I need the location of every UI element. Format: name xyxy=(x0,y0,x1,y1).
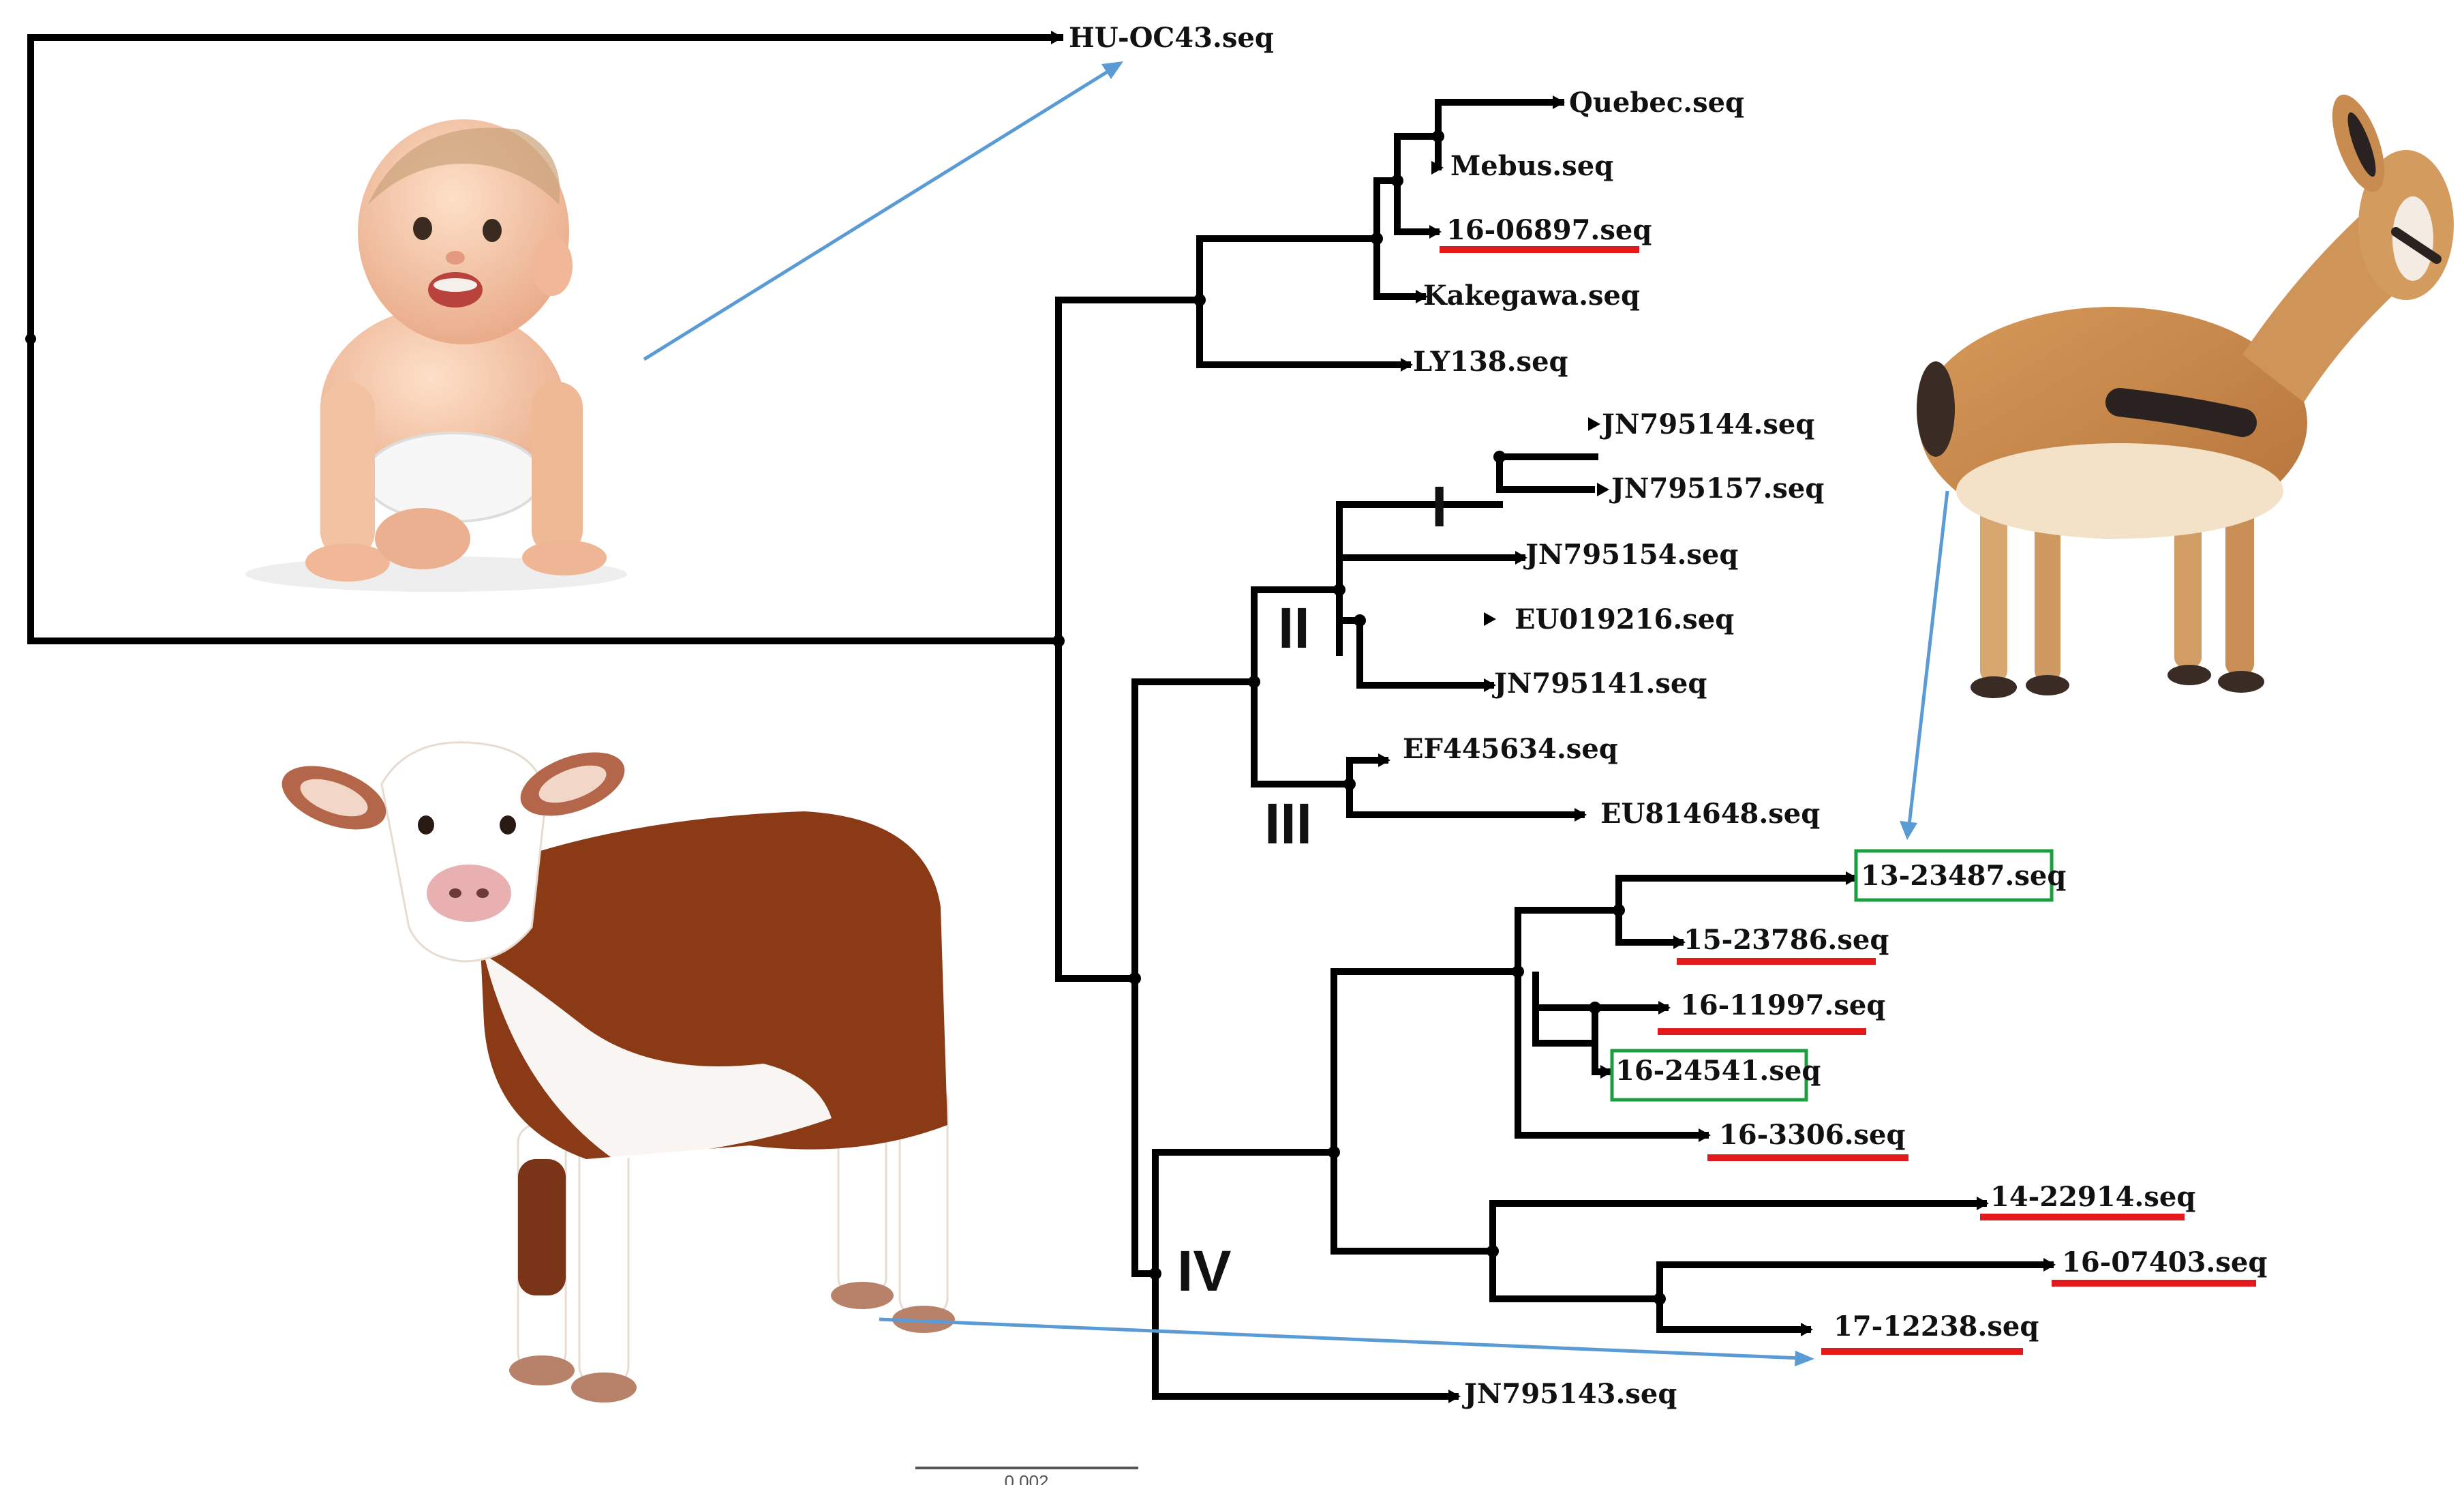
clade-label-ii: II xyxy=(1278,596,1310,660)
leaf-14-22914: 14-22914.seq xyxy=(1977,1181,2195,1217)
leaf-kakegawa: Kakegawa.seq xyxy=(1416,280,1640,312)
scale-bar-label: 0.002 xyxy=(1004,1471,1048,1485)
leaf-label: EU814648.seq xyxy=(1600,798,1820,830)
leaf-mebus: Mebus.seq xyxy=(1431,150,1613,182)
leaf-label: 14-22914.seq xyxy=(1990,1181,2195,1213)
leaf-13-23487: 13-23487.seq xyxy=(1846,851,2066,900)
leaf-label: EU019216.seq xyxy=(1515,603,1734,635)
leaf-jn795144: JN795144.seq xyxy=(1588,408,1814,440)
leaf-label: 16-11997.seq xyxy=(1680,989,1885,1021)
leaf-label: JN795143.seq xyxy=(1462,1378,1677,1410)
calf-picture xyxy=(273,740,955,1402)
leaf-label: 16-07403.seq xyxy=(2062,1246,2267,1278)
leaf-label: EF445634.seq xyxy=(1403,733,1618,765)
leaf-label: 16-24541.seq xyxy=(1615,1055,1821,1087)
leaf-jn795143: JN795143.seq xyxy=(1448,1378,1677,1410)
leaf-jn795141: JN795141.seq xyxy=(1484,668,1707,700)
leaf-quebec: Quebec.seq xyxy=(1553,87,1744,119)
leaf-label: 16-06897.seq xyxy=(1446,214,1652,246)
clade-label-iii: III xyxy=(1264,792,1312,856)
leaf-ly138: LY138.seq xyxy=(1401,346,1568,378)
leaf-label: HU-OC43.seq xyxy=(1069,22,1274,54)
clade-label-iv: IV xyxy=(1177,1239,1231,1303)
leaf-eu019216: EU019216.seq xyxy=(1484,603,1734,635)
human-infant-picture xyxy=(245,116,641,593)
arrow-baby-to-hu-oc43 xyxy=(644,61,1123,359)
arrow-deer-to-13-23487 xyxy=(1900,491,1947,840)
leaf-label: JN795141.seq xyxy=(1492,668,1707,700)
leaf-label: JN795144.seq xyxy=(1600,408,1814,440)
leaf-hu-oc43: HU-OC43.seq xyxy=(1051,22,1274,54)
leaf-label: Kakegawa.seq xyxy=(1423,280,1640,312)
leaf-label: 13-23487.seq xyxy=(1861,860,2066,892)
leaf-eu814648: EU814648.seq xyxy=(1575,798,1820,830)
leaf-label: 15-23786.seq xyxy=(1684,924,1889,956)
leaf-label: 16-3306.seq xyxy=(1719,1119,1905,1151)
leaf-17-12238: 17-12238.seq xyxy=(1801,1310,2039,1351)
leaf-16-07403: 16-07403.seq xyxy=(2043,1246,2267,1283)
leaf-label: JN795157.seq xyxy=(1609,472,1824,505)
leaf-16-3306: 16-3306.seq xyxy=(1699,1119,1908,1158)
leaf-ef445634: EF445634.seq xyxy=(1378,733,1618,767)
leaf-label: JN795154.seq xyxy=(1523,539,1738,571)
clade-label-i: I xyxy=(1431,475,1447,539)
leaf-jn795154: JN795154.seq xyxy=(1515,539,1738,571)
leaf-16-06897: 16-06897.seq xyxy=(1429,214,1652,250)
scale-bar: 0.002 xyxy=(915,1468,1138,1485)
deer-fawn-picture xyxy=(1917,88,2454,698)
leaf-jn795157: JN795157.seq xyxy=(1597,472,1824,505)
leaf-label: 17-12238.seq xyxy=(1834,1310,2039,1342)
leaf-label: Quebec.seq xyxy=(1569,87,1744,119)
leaf-16-24541: 16-24541.seq xyxy=(1600,1051,1821,1100)
leaf-16-11997: 16-11997.seq xyxy=(1658,989,1885,1032)
leaf-label: LY138.seq xyxy=(1413,346,1568,378)
leaf-label: Mebus.seq xyxy=(1450,150,1613,182)
leaf-15-23786: 15-23786.seq xyxy=(1673,924,1889,961)
